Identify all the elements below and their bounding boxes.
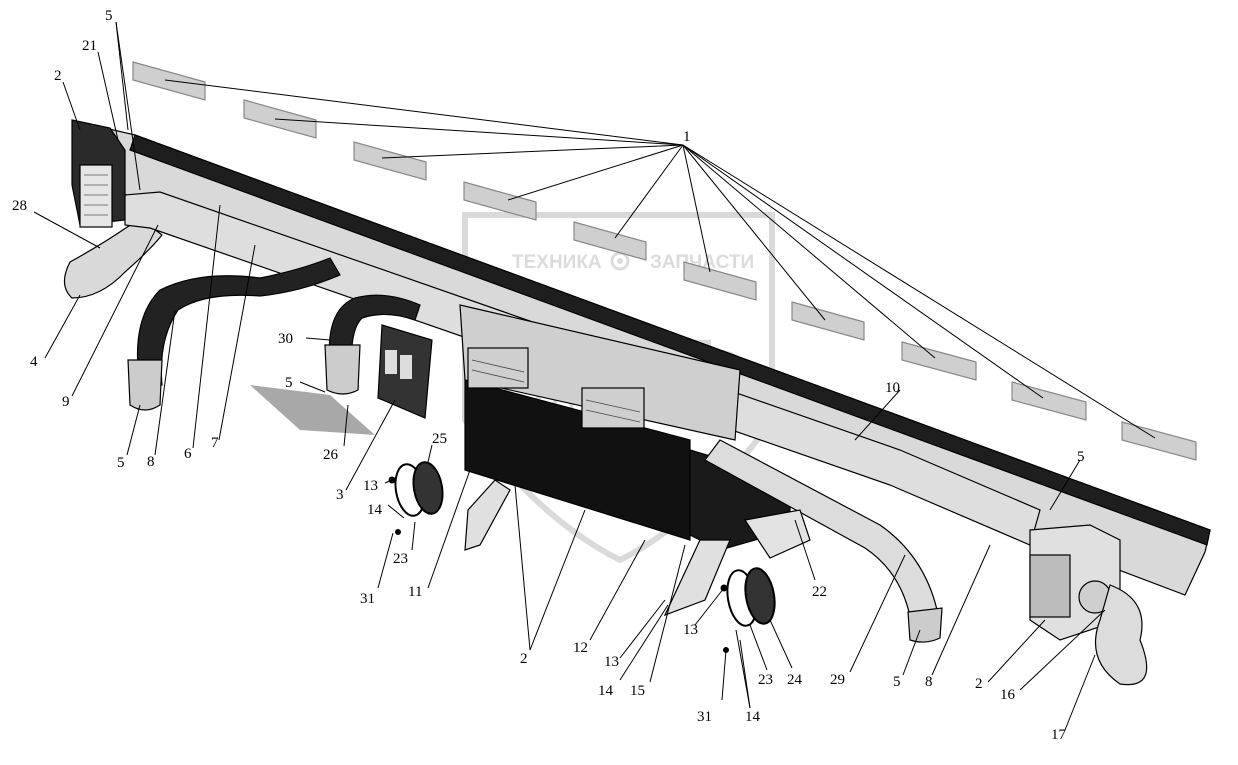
- watermark-text-2: ЗАПЧАСТИ: [650, 252, 754, 273]
- left-hose: [136, 257, 341, 386]
- middle-hose-end: [324, 344, 361, 395]
- callout-23: 23: [758, 672, 773, 688]
- callout-3: 3: [336, 487, 344, 503]
- callout-22: 22: [812, 584, 827, 600]
- callout-14: 14: [598, 683, 614, 699]
- callout-5: 5: [893, 674, 901, 690]
- callout-8: 8: [147, 454, 155, 470]
- callout-1: 1: [683, 129, 691, 145]
- callout-8: 8: [925, 674, 933, 690]
- center-connector-1: [467, 347, 529, 389]
- callout-9: 9: [62, 394, 70, 410]
- callout-12: 12: [573, 640, 588, 656]
- callout-10: 10: [885, 380, 900, 396]
- main-beam-dark-edge: [129, 134, 1211, 546]
- center-connector-2: [581, 387, 645, 429]
- callout-5: 5: [285, 375, 293, 391]
- callout-13: 13: [683, 622, 698, 638]
- callout-28: 28: [12, 198, 27, 214]
- callout-14: 14: [745, 709, 761, 725]
- callout-2: 2: [54, 68, 62, 84]
- callout-26: 26: [323, 447, 339, 463]
- callout-21: 21: [82, 38, 97, 54]
- callout-6: 6: [184, 446, 192, 462]
- right-connector: [1029, 554, 1071, 618]
- callout-2: 2: [520, 651, 528, 667]
- gear-icon: [610, 251, 630, 271]
- callout-labels: 1 2 2 2 3 4 5 5 5 5 5 6 7 8 8 9 10 11 12…: [12, 8, 1085, 743]
- right-nozzle: [1094, 584, 1148, 686]
- callout-4: 4: [30, 354, 38, 370]
- middle-hose: [328, 294, 421, 366]
- callout-5: 5: [105, 8, 113, 24]
- center-box-top: [459, 304, 741, 441]
- callout-15: 15: [630, 683, 645, 699]
- leader-lines: [33, 21, 1156, 731]
- left-bracket: [464, 479, 511, 551]
- callout-7: 7: [211, 435, 219, 451]
- lower-right-hose-end: [907, 607, 943, 643]
- left-connector: [79, 164, 113, 228]
- callout-14: 14: [367, 502, 383, 518]
- callout-17: 17: [1051, 727, 1067, 743]
- right-bracket: [744, 509, 811, 559]
- callout-5: 5: [1077, 449, 1085, 465]
- callout-5: 5: [117, 455, 125, 471]
- watermark-text-1: ТЕХНИКА: [512, 252, 602, 273]
- callout-16: 16: [1000, 687, 1016, 703]
- callout-23: 23: [393, 551, 408, 567]
- floor-plate: [250, 385, 375, 435]
- callout-30: 30: [278, 331, 293, 347]
- callout-2: 2: [975, 676, 983, 692]
- callout-24: 24: [787, 672, 803, 688]
- callout-31: 31: [697, 709, 712, 725]
- callout-25: 25: [432, 431, 447, 447]
- bottom-bracket: [663, 539, 731, 617]
- left-nozzle: [63, 217, 163, 299]
- callout-11: 11: [408, 584, 422, 600]
- left-hose-end: [127, 359, 163, 411]
- callout-31: 31: [360, 591, 375, 607]
- callout-13: 13: [604, 654, 619, 670]
- callout-13: 13: [363, 478, 378, 494]
- gasket-set-right: [720, 567, 776, 653]
- gasket-set-left: [388, 461, 444, 535]
- parts: [63, 61, 1211, 686]
- callout-29: 29: [830, 672, 845, 688]
